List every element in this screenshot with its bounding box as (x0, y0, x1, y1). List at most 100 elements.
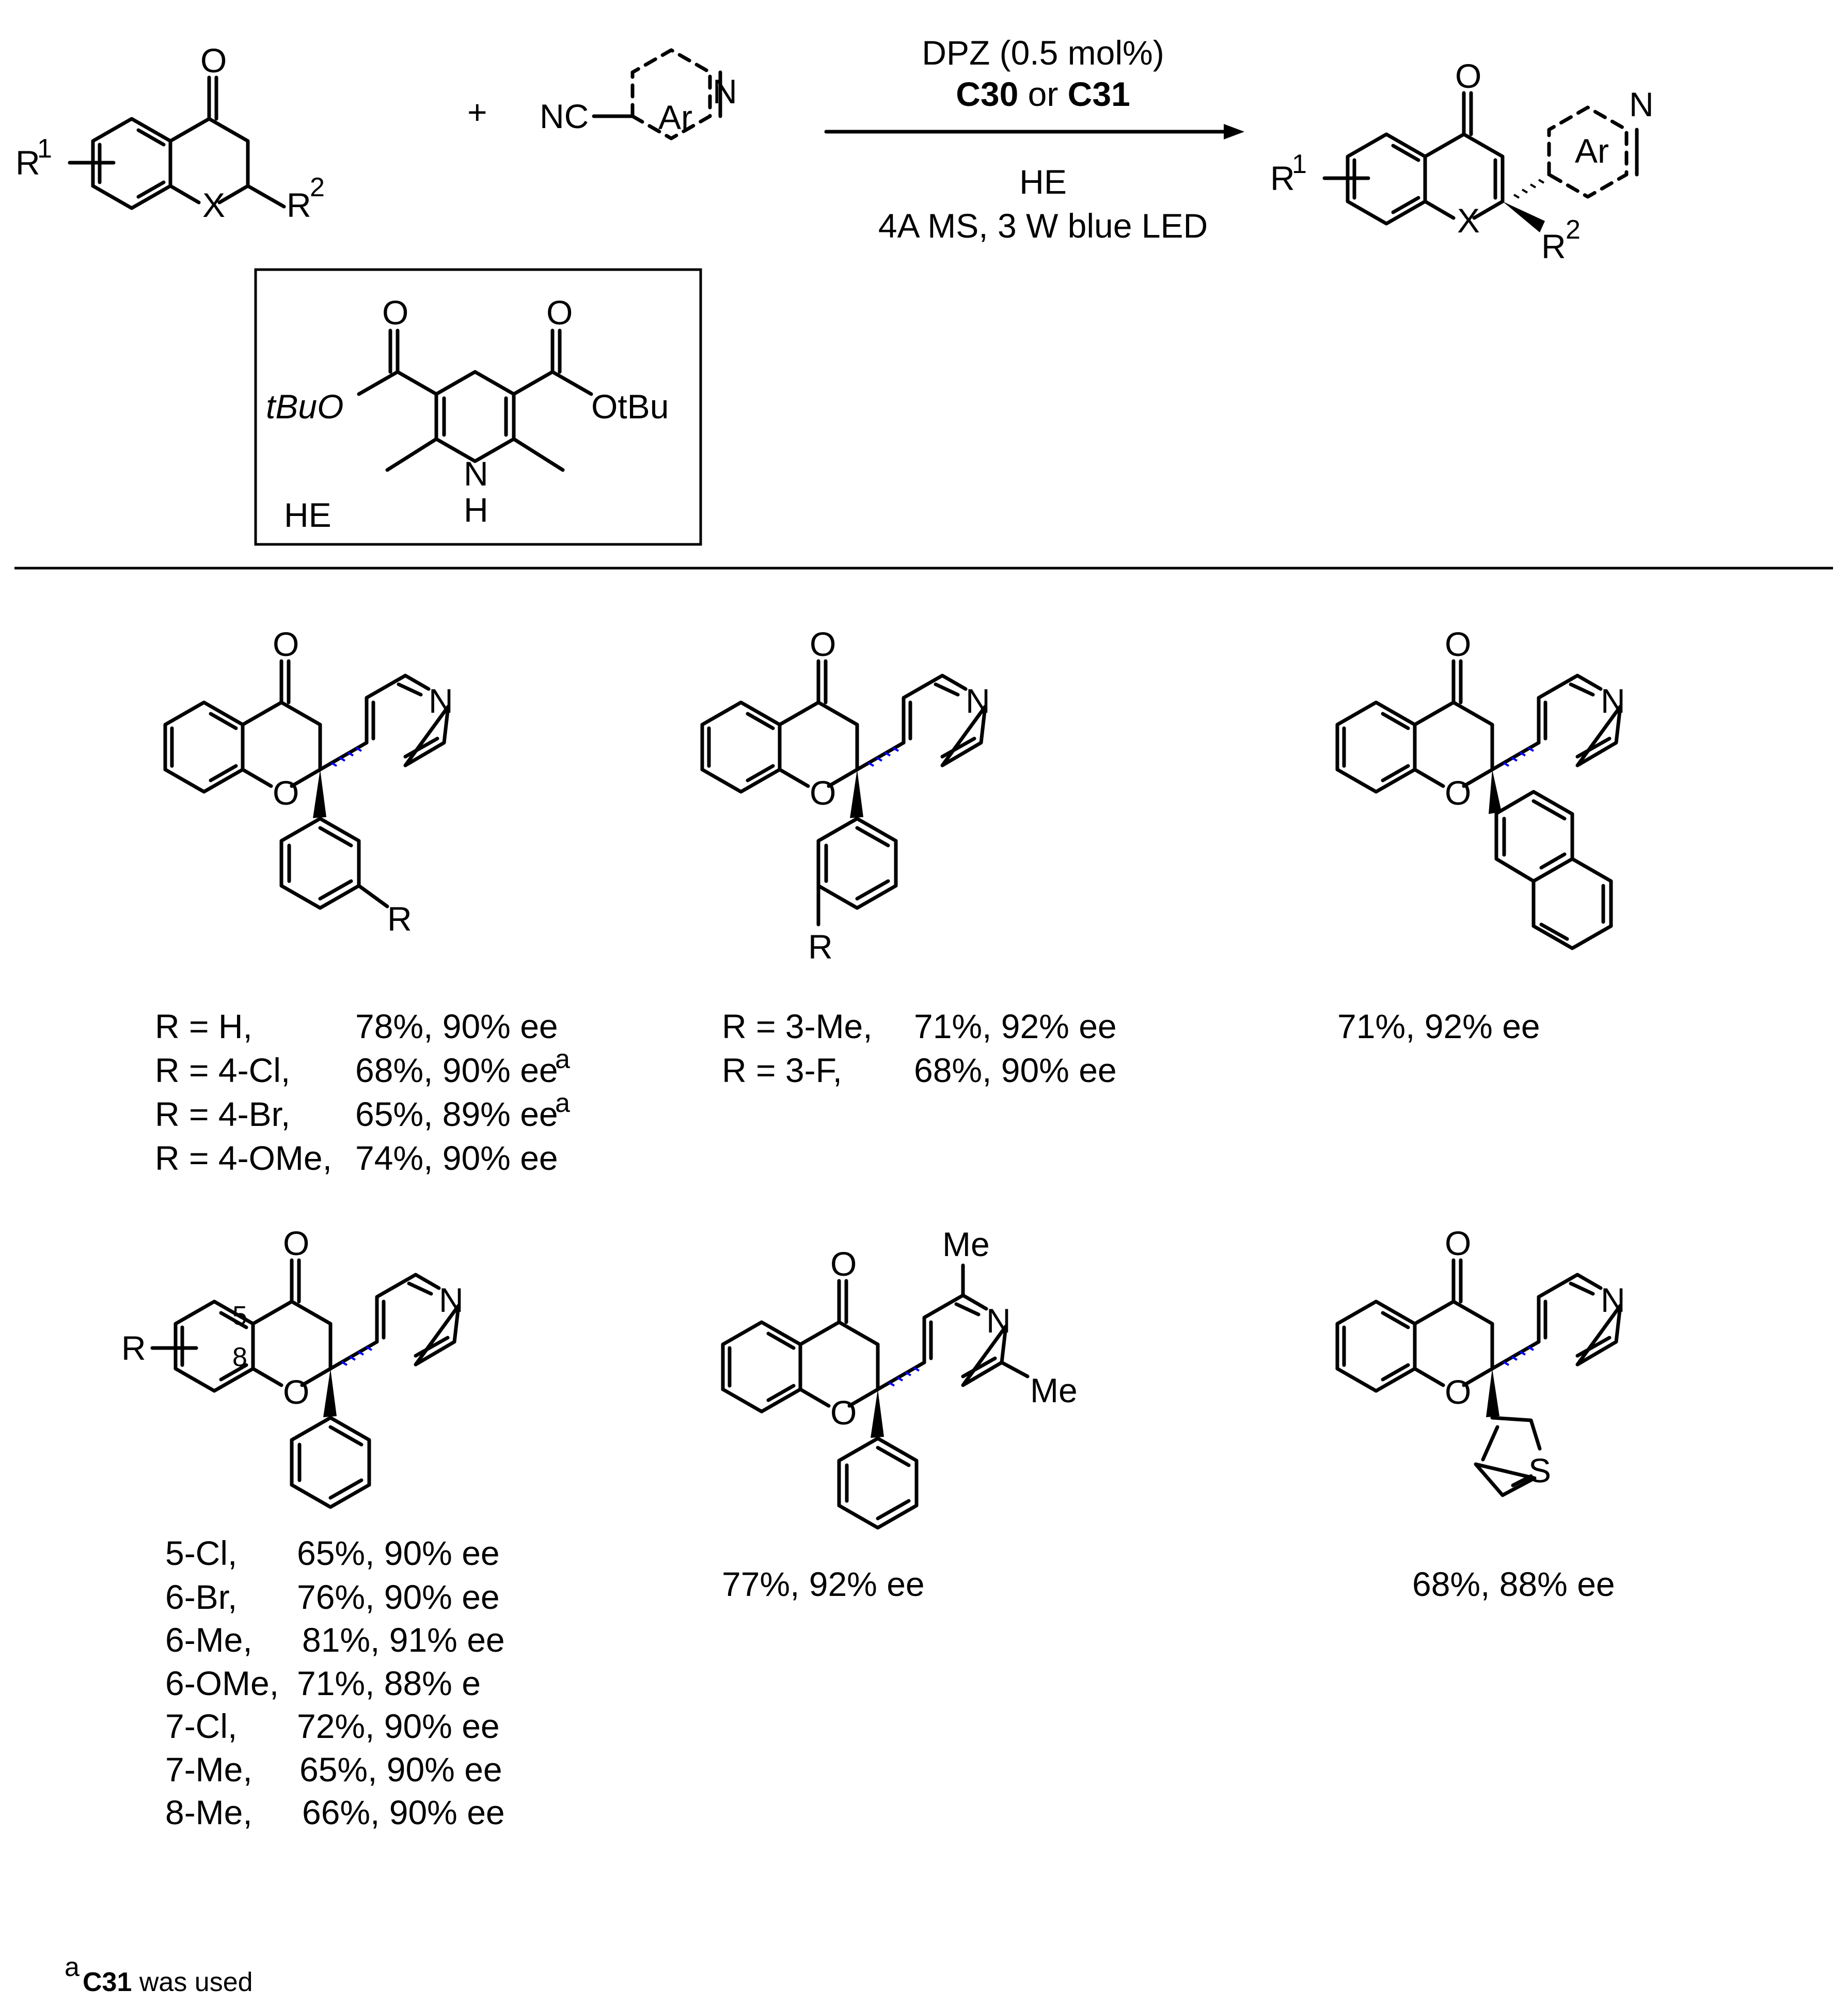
product-5-structure: O O N Me Me (723, 1225, 1078, 1528)
p4-row3-result: 81%, 91% ee (302, 1621, 505, 1659)
p1-carbonyl-o: O (273, 625, 299, 663)
product-r2-sup: 2 (1566, 215, 1581, 245)
nc-label: NC (540, 97, 589, 135)
r2-label: R (287, 186, 311, 224)
p1-r-label: R (387, 900, 412, 938)
reactant-chromone: X O R 2 R 1 (15, 41, 325, 224)
p4-carbonyl-o: O (283, 1224, 309, 1262)
he-nh-h: H (464, 491, 488, 529)
conditions-line4: 4A MS, 3 W blue LED (878, 207, 1208, 245)
r1-label: R (15, 144, 40, 182)
product-4-results: 5-Cl, 65%, 90% ee 6-Br, 76%, 90% ee 6-Me… (165, 1534, 505, 1831)
p2-r-label: R (808, 928, 833, 966)
product-general: O X R 2 Ar N R 1 (1270, 57, 1654, 265)
p4-row4-sub: 6-OMe, (165, 1664, 279, 1702)
p4-row4-result: 71%, 88% e (297, 1664, 481, 1702)
conditions-line2: C30 or C31 (956, 75, 1130, 113)
p1-row1-result: 78%, 90% ee (355, 1007, 558, 1045)
p4-row1-sub: 5-Cl, (165, 1534, 237, 1572)
nitrile-n-label: N (713, 72, 737, 111)
p2-pyridine-n: N (966, 682, 990, 720)
product-2-structure: O O N R (702, 625, 990, 966)
product-ar-label: Ar (1575, 132, 1609, 170)
p6-carbonyl-o: O (1445, 1224, 1471, 1262)
p4-row7-sub: 8-Me, (165, 1793, 252, 1831)
p5-pyridine-n: N (986, 1302, 1011, 1340)
p3-ring-o: O (1445, 774, 1471, 812)
p6-pyridine-n: N (1601, 1281, 1625, 1319)
product-1-results: R = H, 78%, 90% ee R = 4-Cl, 68%, 90% ee… (155, 1007, 570, 1177)
p5-carbonyl-o: O (830, 1245, 857, 1283)
reactant-nitrile: NC Ar N (540, 48, 737, 140)
p1-row2-sub: R = 4-Cl, (155, 1051, 290, 1089)
he-left-carbonyl-o: O (382, 293, 408, 332)
product-1-structure: O O N R (165, 625, 453, 938)
p1-pyridine-n: N (429, 682, 453, 720)
p3-carbonyl-o: O (1445, 625, 1471, 663)
product-carbonyl-o: O (1455, 57, 1481, 95)
product-6-structure: O O N S (1337, 1224, 1625, 1497)
p5-me-top: Me (942, 1225, 990, 1263)
p1-row2-note: a (555, 1044, 570, 1074)
he-left-ester: tBuO (266, 387, 343, 426)
p4-pyridine-n: N (439, 1281, 464, 1319)
footnote-mark: a (65, 1952, 80, 1982)
product-3-structure: O O N (1337, 625, 1625, 950)
p5-ring-o: O (830, 1393, 857, 1432)
p4-row3-sub: 6-Me, (165, 1621, 252, 1659)
p1-row3-note: a (555, 1088, 570, 1118)
p1-row4-result: 74%, 90% ee (355, 1139, 558, 1177)
carbonyl-oxygen-label: O (200, 41, 227, 80)
r1-sup: 1 (37, 134, 52, 164)
footnote: a C31 was used (65, 1952, 253, 1997)
footnote-text: C31 was used (83, 1967, 253, 1997)
hantzsch-ester-box: O O tBuO OtBu N H HE (254, 268, 702, 546)
product-n-label: N (1629, 85, 1654, 123)
p4-row5-sub: 7-Cl, (165, 1707, 237, 1745)
p6-result: 68%, 88% ee (1412, 1565, 1615, 1603)
p1-row4-sub: R = 4-OMe, (155, 1139, 332, 1177)
he-right-carbonyl-o: O (546, 293, 573, 332)
p5-result: 77%, 92% ee (722, 1565, 925, 1603)
p2-row2-result: 68%, 90% ee (914, 1051, 1117, 1089)
p6-ring-o: O (1445, 1373, 1471, 1411)
p2-ring-o: O (810, 774, 836, 812)
product-r2-label: R (1541, 227, 1566, 265)
reaction-arrow (824, 124, 1244, 139)
he-right-ester: OtBu (591, 387, 669, 426)
p1-row3-result: 65%, 89% ee (355, 1095, 558, 1133)
p4-row6-result: 65%, 90% ee (299, 1750, 502, 1789)
r2-sup: 2 (310, 173, 325, 202)
plus-sign: + (467, 93, 487, 131)
x-atom-label: X (202, 186, 225, 224)
p2-row1-result: 71%, 92% ee (914, 1007, 1117, 1045)
p4-r-label: R (121, 1329, 146, 1367)
p4-ring-o: O (283, 1373, 309, 1411)
p1-row3-sub: R = 4-Br, (155, 1095, 290, 1133)
product-4-structure: O O N R 5 8 (121, 1224, 464, 1507)
he-label: HE (284, 496, 331, 534)
p2-carbonyl-o: O (810, 625, 836, 663)
p4-row7-result: 66%, 90% ee (302, 1793, 505, 1831)
p3-result: 71%, 92% ee (1337, 1007, 1540, 1045)
p4-pos8: 8 (232, 1342, 247, 1372)
p4-row6-sub: 7-Me, (165, 1750, 252, 1789)
p4-row2-result: 76%, 90% ee (297, 1578, 500, 1616)
product-r1-label: R (1270, 159, 1295, 197)
p2-row2-sub: R = 3-F, (722, 1051, 842, 1089)
conditions-line1: DPZ (0.5 mol%) (922, 34, 1164, 72)
p3-pyridine-n: N (1601, 682, 1625, 720)
p4-pos5: 5 (232, 1301, 247, 1331)
p2-row1-sub: R = 3-Me, (722, 1007, 873, 1045)
p4-row2-sub: 6-Br, (165, 1578, 237, 1616)
p4-row5-result: 72%, 90% ee (297, 1707, 500, 1745)
p4-row1-result: 65%, 90% ee (297, 1534, 500, 1572)
he-nh-n: N (464, 455, 488, 493)
product-2-results: R = 3-Me, 71%, 92% ee R = 3-F, 68%, 90% … (722, 1007, 1117, 1089)
p1-ring-o: O (273, 774, 299, 812)
p6-thiophene-s: S (1528, 1451, 1551, 1490)
product-x-label: X (1457, 201, 1480, 240)
ar-label: Ar (658, 98, 692, 136)
conditions-line3: HE (1019, 163, 1067, 201)
